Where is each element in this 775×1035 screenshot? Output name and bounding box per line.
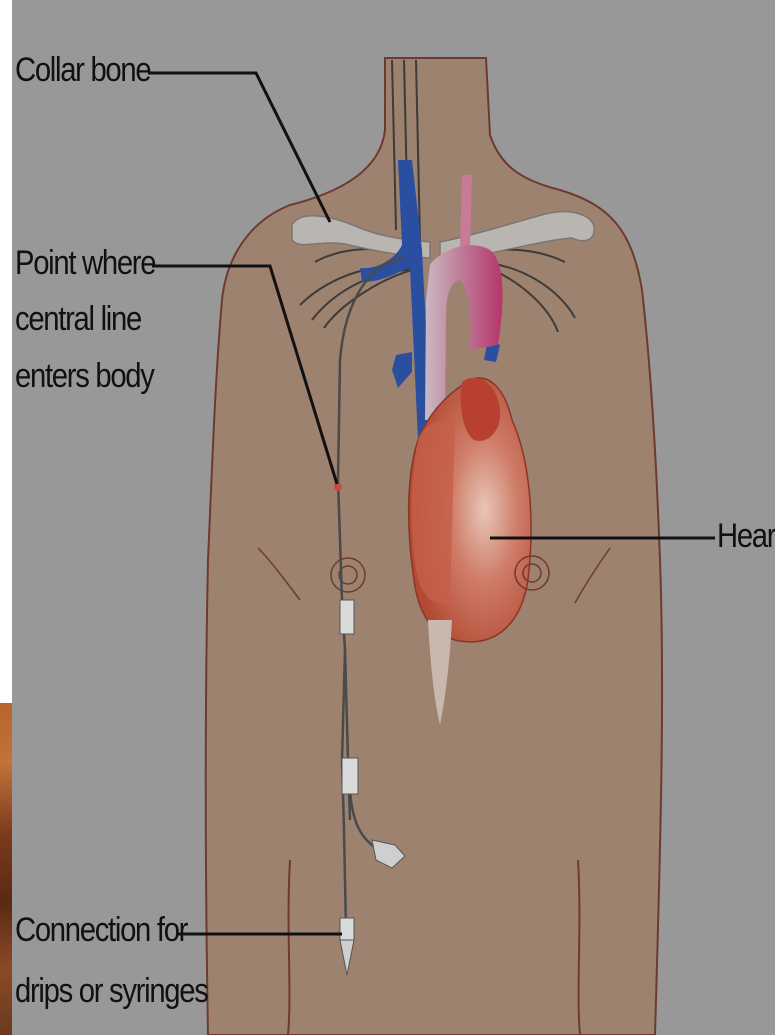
label-entry-point: Point where central line enters body [15,245,155,395]
right-atrium [411,420,455,604]
label-heart: Heart [717,518,775,555]
carotid-artery [460,175,472,250]
syringe-connector [340,918,354,940]
label-connection: Connection for drips or syringes [15,912,208,1011]
line-clamp-upper [340,600,354,634]
line-clamp-middle [342,758,358,794]
right-arm-line [578,860,580,1035]
left-arm-line [288,860,290,1035]
entry-point-marker [334,483,342,491]
label-collar-bone: Collar bone [15,52,150,89]
